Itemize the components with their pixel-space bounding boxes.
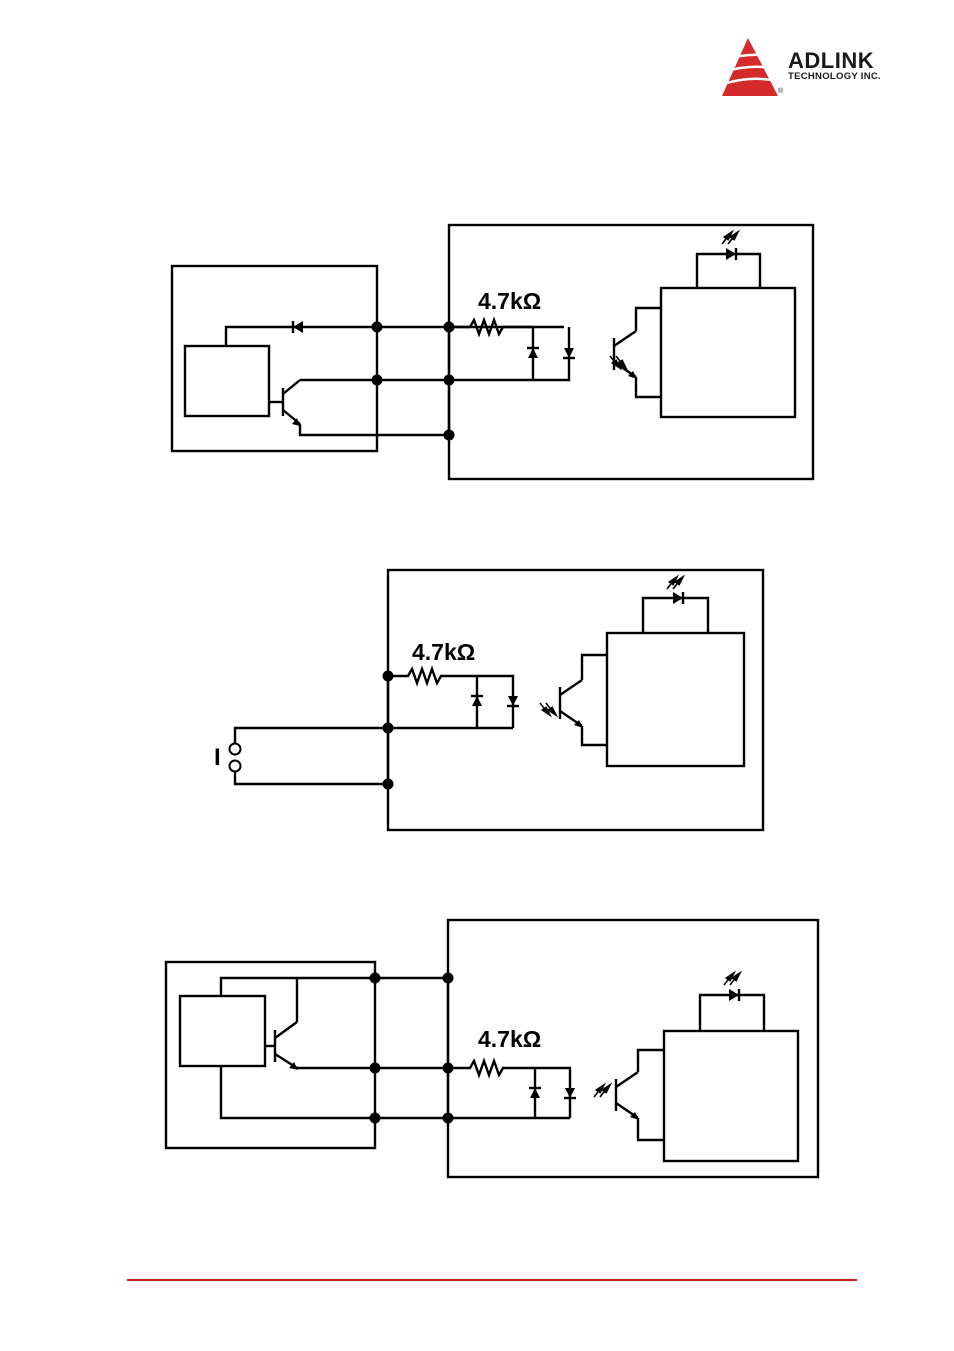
current-source [230,728,389,784]
phototransistor [616,1050,664,1140]
device-block [180,996,265,1066]
current-source-label: I [214,744,221,771]
footer-rule [127,1279,857,1281]
circuit-2 [230,570,764,830]
npn-transistor [269,380,300,426]
controller-block [664,1031,798,1161]
npn-transistor [265,978,298,1070]
external-device-box [166,962,375,1148]
resistor-label: 4.7kΩ [412,639,475,665]
module-box [449,225,813,479]
resistor-label: 4.7kΩ [478,1026,541,1052]
status-led [726,248,736,260]
phototransistor [614,308,661,397]
status-led [729,989,739,1001]
resistor-label: 4.7kΩ [478,288,541,314]
phototransistor [560,655,607,745]
junction-dots [370,973,454,1124]
series-diode [293,321,303,333]
controller-block [661,288,795,417]
controller-block [607,633,744,766]
status-led [673,592,683,604]
module-box [388,570,763,830]
device-block [185,346,269,416]
circuit-1 [172,225,813,479]
external-device-box [172,266,377,451]
